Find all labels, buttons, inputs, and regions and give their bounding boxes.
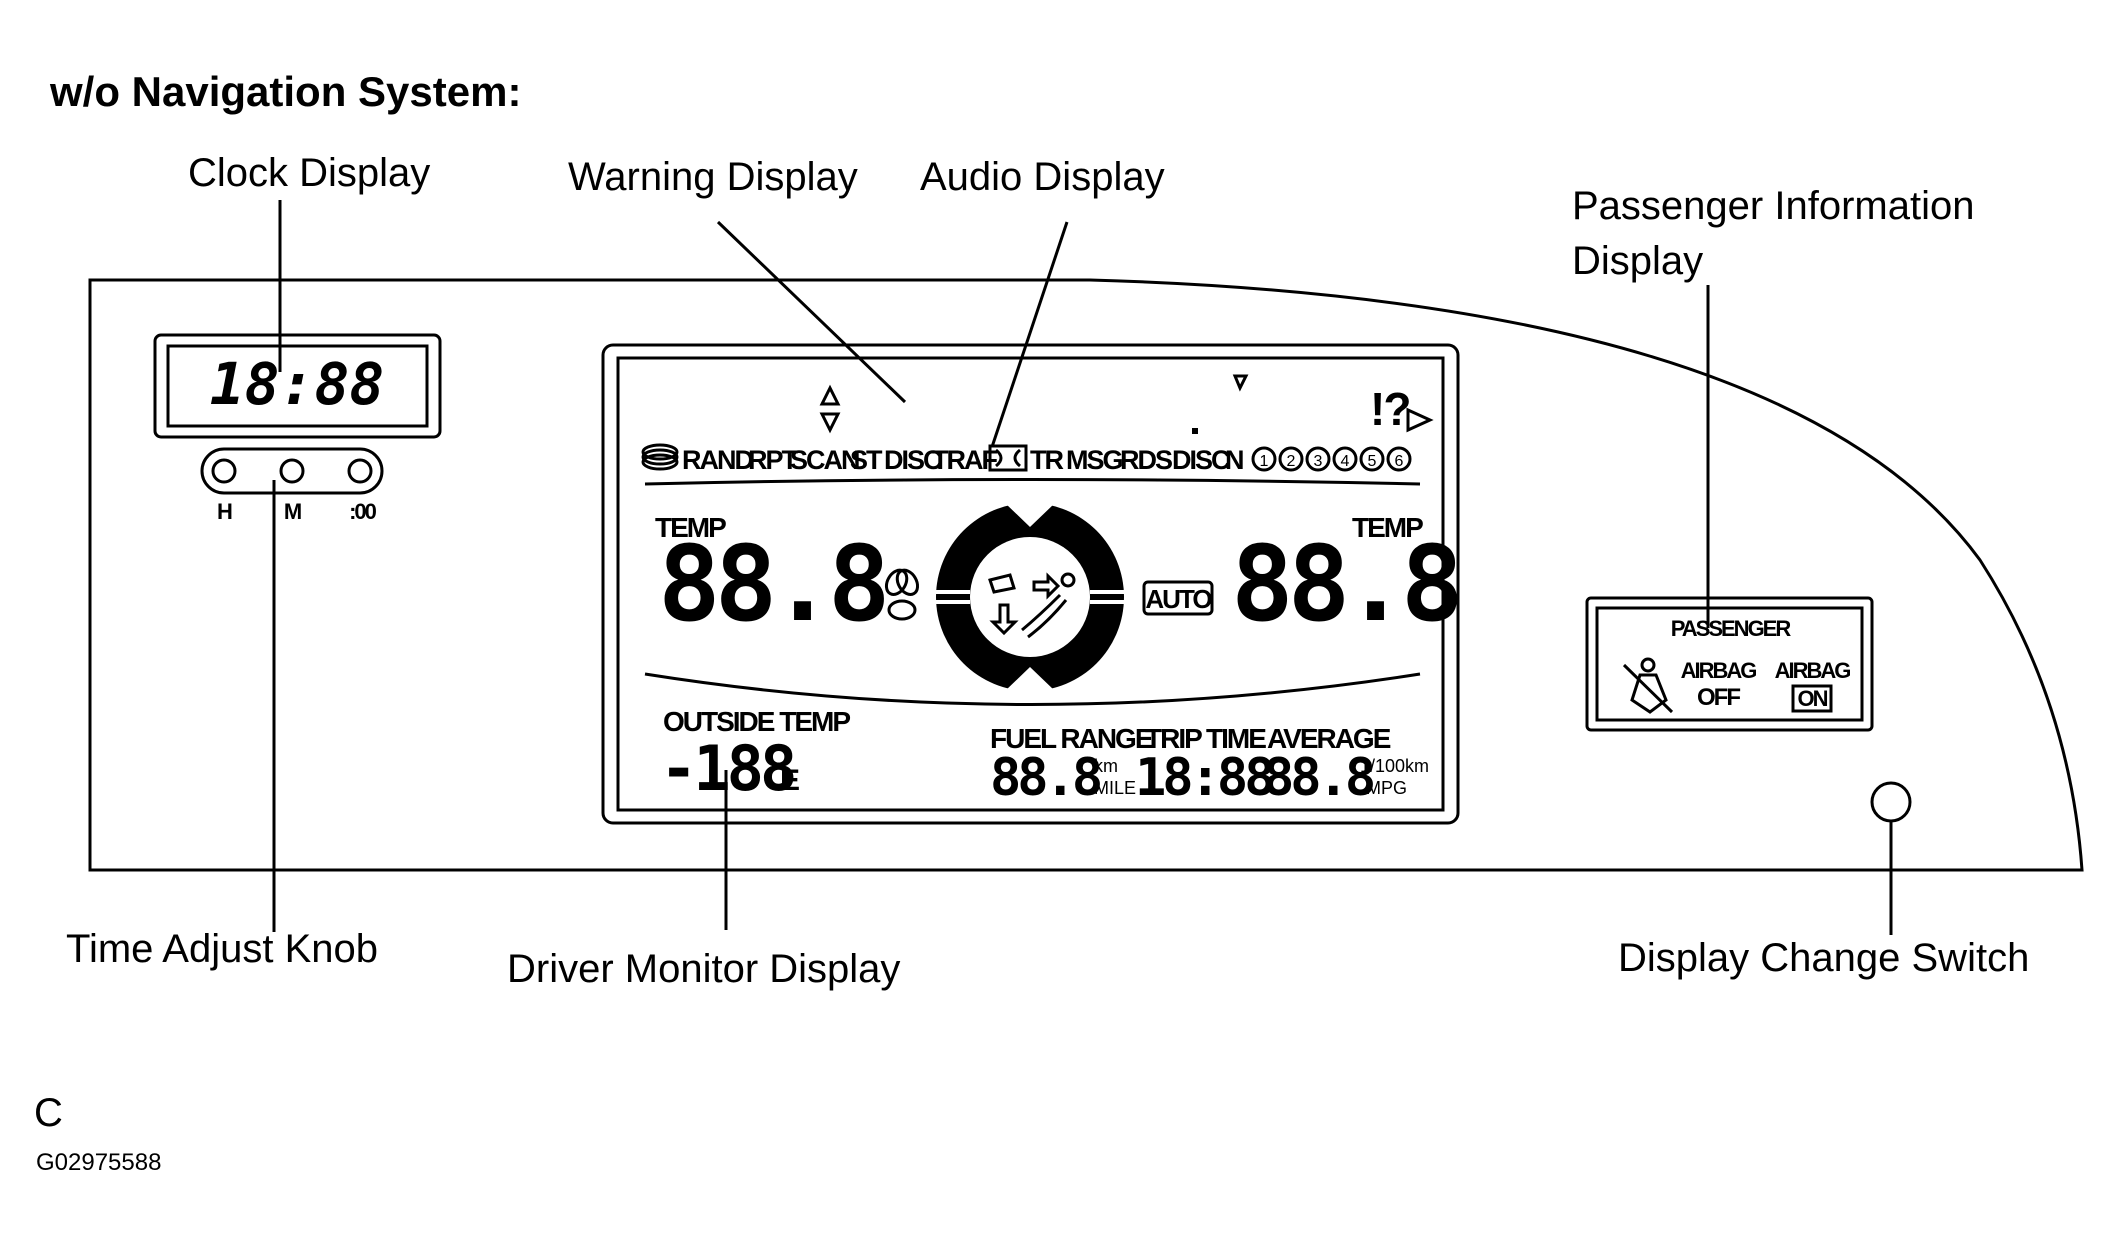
average-value: 88.8 <box>1263 748 1374 808</box>
preset-4: 4 <box>1341 453 1350 470</box>
audio-rpt: RPT <box>748 445 799 475</box>
knob-label-h: H <box>217 499 232 524</box>
play-indicator-icon <box>1406 407 1434 433</box>
passenger-info-display: PASSENGER AIRBAG OFF AIRBAG ON <box>1585 596 1874 732</box>
minute-button[interactable] <box>279 458 305 484</box>
outside-temp-label: OUTSIDE TEMP <box>663 706 850 737</box>
preset-3: 3 <box>1314 453 1323 470</box>
climate-display: TEMP 88.8 AUTO TEMP <box>655 503 1464 691</box>
average-unit-mpg: MPG <box>1366 778 1407 798</box>
audio-scan: SCAN <box>790 445 859 475</box>
audio-rand: RAND <box>682 445 753 475</box>
fan-icon <box>884 568 920 621</box>
airbag-on-line1: AIRBAG <box>1775 658 1851 683</box>
fuel-range-unit-mile: MILE <box>1094 778 1136 798</box>
audio-disc: DISC <box>884 445 942 475</box>
fuel-range-label: FUEL RANGE <box>990 723 1153 754</box>
callout-passenger-info-line1: Passenger Information <box>1572 184 1974 228</box>
fuel-range-unit-km: km <box>1094 756 1118 776</box>
dot-indicator <box>1192 428 1198 434</box>
callout-audio-display: Audio Display <box>920 155 1165 199</box>
callout-clock-display: Clock Display <box>188 151 430 195</box>
left-temp-label: TEMP <box>655 512 726 543</box>
airbag-off-line1: AIRBAG <box>1681 658 1757 683</box>
audio-msg: MSG <box>1066 445 1123 475</box>
separator-bottom <box>644 672 1421 706</box>
multi-display <box>601 343 1460 825</box>
audio-rds: RDS <box>1120 445 1172 475</box>
trip-time-label: TRIP TIME <box>1145 723 1266 754</box>
airbag-on-box <box>1791 684 1833 713</box>
right-temp-value: 88.8 <box>1231 523 1458 645</box>
outside-temp-unit: E <box>780 764 799 797</box>
passenger-title: PASSENGER <box>1671 616 1792 641</box>
up-down-arrow-icon <box>819 384 841 434</box>
callout-time-adjust-knob: Time Adjust Knob <box>66 927 378 971</box>
audio-n: N <box>1225 445 1243 475</box>
disc-stack-icon <box>641 443 679 471</box>
clock-display: 18:88 <box>153 333 442 439</box>
separator-top <box>644 478 1421 486</box>
audio-st: ST <box>850 445 883 475</box>
average-unit-l100km: 1/100km <box>1360 756 1429 776</box>
display-change-switch[interactable] <box>1870 781 1912 823</box>
reset-00-button[interactable] <box>347 458 373 484</box>
fuel-range-value: 88.8 <box>990 748 1101 808</box>
warning-display: !? <box>819 374 1434 435</box>
airbag-off-line2: OFF <box>1697 684 1740 711</box>
outside-temp-value: -188 <box>660 732 794 805</box>
leader-warning <box>716 220 907 404</box>
hour-button[interactable] <box>211 458 237 484</box>
callout-display-change-switch: Display Change Switch <box>1618 936 2029 980</box>
average-label: AVERAGE <box>1267 723 1391 754</box>
callout-passenger-info-line2: Display <box>1572 239 1703 283</box>
diagram-heading: w/o Navigation System: <box>49 68 521 115</box>
airbag-on-line2: ON <box>1798 686 1828 711</box>
knob-label-00: :00 <box>349 499 377 524</box>
footer-code: G02975588 <box>36 1149 161 1176</box>
footer-letter: C <box>34 1091 63 1135</box>
panel-outline <box>88 278 2084 872</box>
preset-5: 5 <box>1368 453 1377 470</box>
auto-label: AUTO <box>1145 584 1212 614</box>
callout-warning-display: Warning Display <box>568 155 858 199</box>
seat-occupant-icon <box>1622 657 1674 714</box>
preset-indicators: 1 2 3 4 5 6 <box>1251 446 1412 472</box>
auto-badge <box>1142 580 1214 616</box>
trip-time-value: 18:88 <box>1135 748 1273 808</box>
left-temp-value: 88.8 <box>658 523 885 645</box>
triangle-indicator-icon <box>1232 374 1249 392</box>
leader-audio <box>990 221 1069 448</box>
audio-tr: TR <box>1030 445 1063 475</box>
audio-disc-2: DISC <box>1172 445 1230 475</box>
seat-airflow-icon <box>988 572 1076 639</box>
audio-traf: TRAF <box>932 445 997 475</box>
knob-label-m: M <box>284 499 301 524</box>
dolby-icon <box>988 444 1028 472</box>
callout-driver-monitor-display: Driver Monitor Display <box>507 947 900 991</box>
clock-time: 18:88 <box>210 350 385 418</box>
preset-2: 2 <box>1287 453 1296 470</box>
preset-6: 6 <box>1395 453 1404 470</box>
time-adjust-knob[interactable]: H M :00 <box>200 447 384 524</box>
airflow-mode-ring <box>936 503 1124 691</box>
audio-display: RAND RPT SCAN ST DISC TRAF TR MSG RDS DI… <box>641 443 1412 475</box>
preset-1: 1 <box>1260 453 1269 470</box>
right-temp-label: TEMP <box>1352 512 1423 543</box>
warning-symbol: !? <box>1370 383 1409 435</box>
driver-monitor-display: OUTSIDE TEMP -188 E FUEL RANGE 88.8 km M… <box>660 706 1429 808</box>
